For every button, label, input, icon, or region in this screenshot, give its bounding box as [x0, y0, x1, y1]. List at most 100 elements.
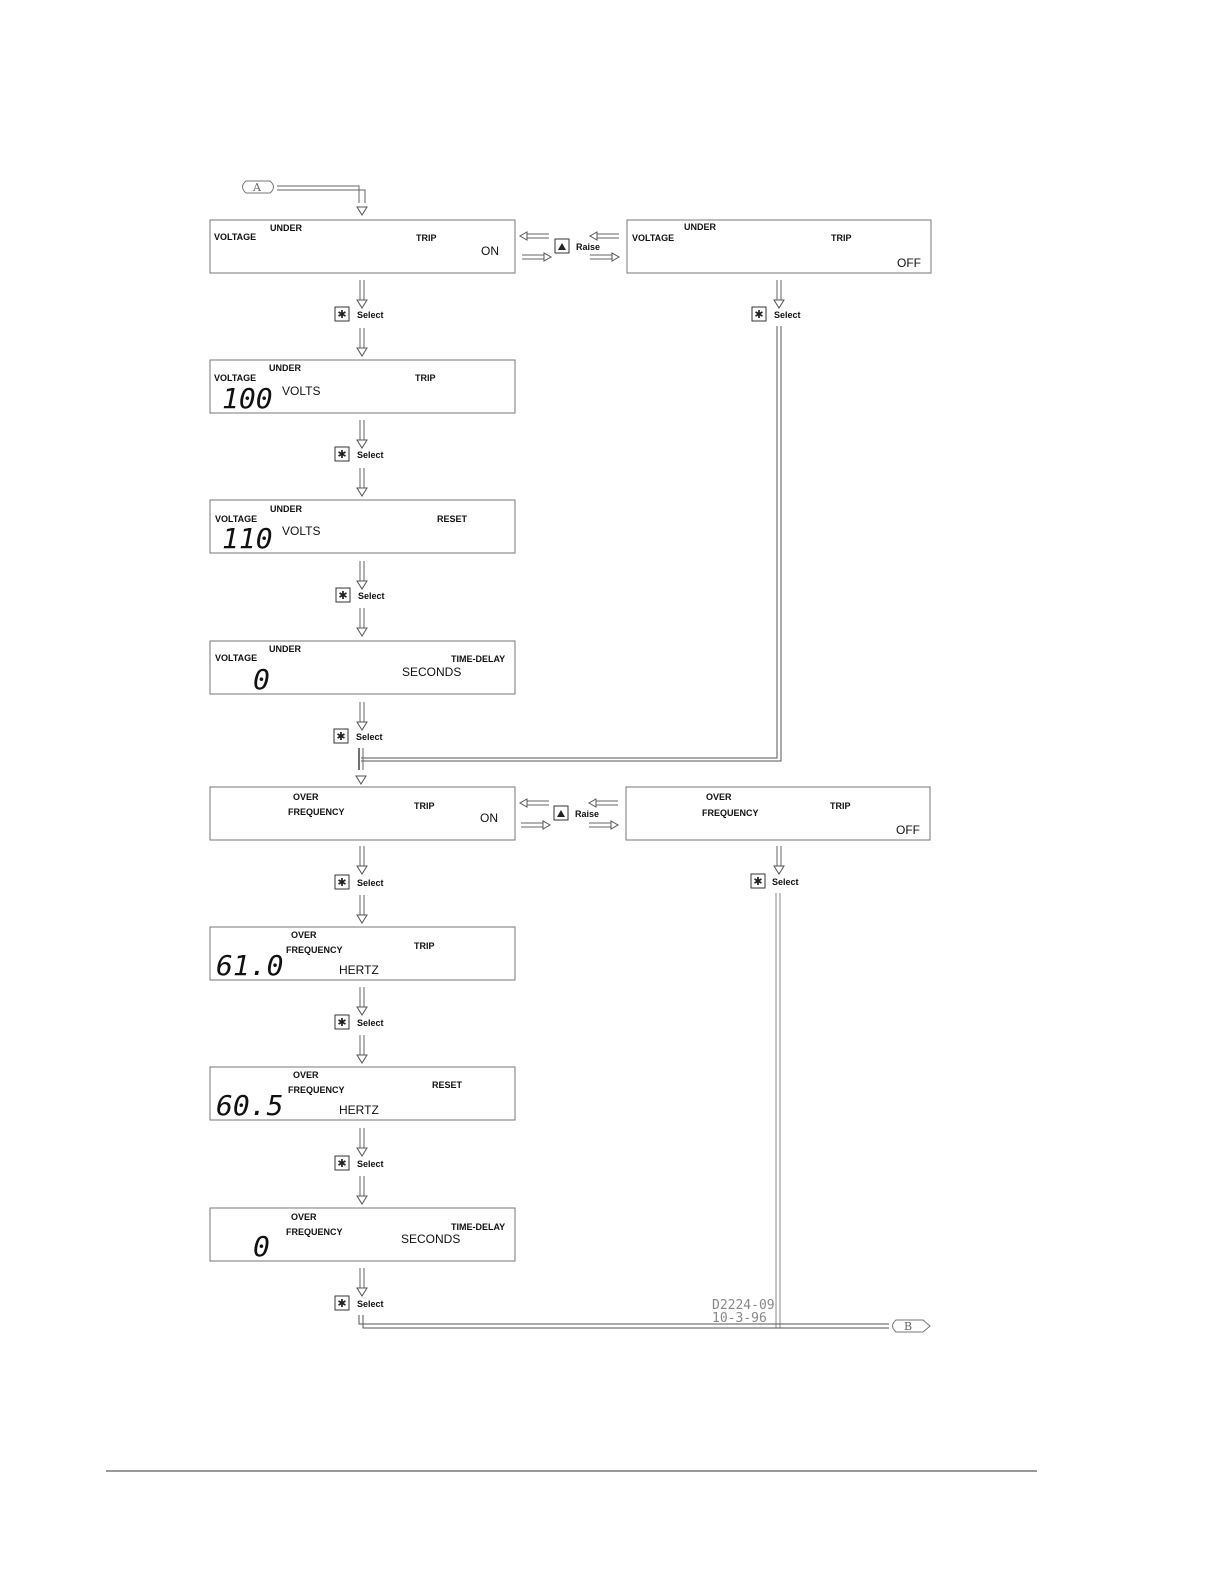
- lcd-value: 0: [253, 663, 270, 696]
- lcd-unit: HERTZ: [339, 963, 379, 977]
- flow-arrow-right: [589, 252, 620, 262]
- lcd-display-uv-time-delay: UNDER VOLTAGE TIME-DELAY 0 SECONDS: [209, 640, 516, 696]
- flow-arrow-left: [519, 231, 550, 241]
- flow-arrow: [356, 327, 368, 357]
- lcd-label-over: OVER: [293, 792, 319, 802]
- lcd-label-trip: TRIP: [416, 233, 437, 243]
- flow-arrow: [356, 986, 368, 1016]
- select-label: Select: [357, 310, 384, 320]
- lcd-value: 110: [222, 522, 273, 555]
- raise-label: Raise: [576, 242, 600, 252]
- lcd-unit: VOLTS: [282, 384, 320, 398]
- flow-arrow: [356, 1267, 368, 1297]
- lcd-state-off: OFF: [897, 256, 921, 270]
- lcd-label-voltage: VOLTAGE: [215, 653, 257, 663]
- lcd-display-of-reset-hertz: OVER FREQUENCY RESET 60.5 HERTZ: [209, 1066, 516, 1122]
- flow-arrow-right: [520, 820, 551, 830]
- select-button[interactable]: ✱ Select: [751, 306, 801, 322]
- lcd-label-time-delay: TIME-DELAY: [451, 654, 505, 664]
- lcd-display-uv-trip-off: UNDER VOLTAGE TRIP OFF: [626, 219, 932, 274]
- raise-button[interactable]: Raise: [553, 805, 599, 821]
- lcd-label-frequency: FREQUENCY: [702, 808, 759, 818]
- flow-arrow: [356, 560, 368, 590]
- flow-arrow: [356, 206, 368, 216]
- lcd-label-voltage: VOLTAGE: [214, 232, 256, 242]
- select-star-icon: ✱: [337, 309, 346, 321]
- select-button[interactable]: ✱ Select: [334, 446, 384, 462]
- lcd-label-frequency: FREQUENCY: [286, 945, 343, 955]
- select-button[interactable]: ✱ Select: [334, 1155, 384, 1171]
- lcd-display-of-trip-hertz: OVER FREQUENCY TRIP 61.0 HERTZ: [209, 926, 516, 982]
- lcd-label-voltage: VOLTAGE: [632, 233, 674, 243]
- lcd-label-under: UNDER: [270, 223, 303, 233]
- flow-arrow: [356, 1175, 368, 1205]
- select-star-icon: ✱: [337, 1017, 346, 1029]
- select-button[interactable]: ✱ Select: [334, 1295, 384, 1311]
- connector-start: A: [242, 180, 274, 194]
- select-star-icon: ✱: [337, 1158, 346, 1170]
- flow-arrow-left: [519, 798, 550, 808]
- lcd-label-frequency: FREQUENCY: [288, 1085, 345, 1095]
- select-button[interactable]: ✱ Select: [334, 306, 384, 322]
- lcd-label-voltage: VOLTAGE: [215, 514, 257, 524]
- flow-arrow: [356, 1127, 368, 1157]
- select-star-icon: ✱: [337, 1298, 346, 1310]
- lcd-unit: SECONDS: [402, 665, 461, 679]
- lcd-label-over: OVER: [291, 1212, 317, 1222]
- lcd-value: 0: [253, 1230, 270, 1263]
- select-button[interactable]: ✱ Select: [335, 587, 385, 603]
- drawing-date: 10-3-96: [712, 1311, 767, 1326]
- connector-end: B: [892, 1319, 931, 1333]
- select-button[interactable]: ✱ Select: [334, 874, 384, 890]
- raise-button[interactable]: Raise: [554, 238, 600, 254]
- connector-start-label: A: [252, 181, 262, 194]
- lcd-state-on: ON: [481, 244, 499, 258]
- select-button[interactable]: ✱ Select: [750, 873, 799, 889]
- lcd-unit: SECONDS: [401, 1232, 460, 1246]
- select-star-icon: ✱: [336, 731, 345, 743]
- lcd-label-reset: RESET: [437, 514, 468, 524]
- lcd-label-reset: RESET: [432, 1080, 463, 1090]
- select-label: Select: [357, 878, 384, 888]
- select-label: Select: [774, 310, 801, 320]
- select-button[interactable]: ✱ Select: [333, 728, 383, 744]
- lcd-value: 60.5: [216, 1089, 283, 1122]
- lcd-display-uv-trip-volts: UNDER VOLTAGE TRIP 100 VOLTS: [209, 359, 516, 415]
- lcd-display-of-trip-off: OVER FREQUENCY TRIP OFF: [625, 786, 931, 841]
- lcd-label-under: UNDER: [270, 504, 303, 514]
- lcd-value: 61.0: [216, 949, 283, 982]
- raise-label: Raise: [575, 809, 599, 819]
- lcd-label-frequency: FREQUENCY: [288, 807, 345, 817]
- select-star-icon: ✱: [337, 877, 346, 889]
- lcd-label-trip: TRIP: [831, 233, 852, 243]
- lcd-label-trip: TRIP: [414, 941, 435, 951]
- select-label: Select: [357, 1159, 384, 1169]
- lcd-state-on: ON: [480, 811, 498, 825]
- flow-arrow: [773, 845, 785, 875]
- select-button[interactable]: ✱ Select: [334, 1014, 384, 1030]
- flow-arrow: [356, 894, 368, 924]
- flow-arrow: [356, 607, 368, 637]
- lcd-label-trip: TRIP: [415, 373, 436, 383]
- flow-arrow-right: [521, 252, 552, 262]
- flow-arrow: [356, 419, 368, 449]
- flow-arrow: [356, 1034, 368, 1064]
- select-label: Select: [357, 1299, 384, 1309]
- flow-arrow-right: [588, 820, 619, 830]
- drawing-number: D2224-09: [712, 1298, 775, 1313]
- flow-arrow: [773, 279, 785, 309]
- lcd-display-of-trip-on: OVER FREQUENCY TRIP ON: [209, 786, 516, 841]
- select-label: Select: [357, 1018, 384, 1028]
- flow-arrow: [356, 701, 368, 731]
- select-star-icon: ✱: [754, 309, 763, 321]
- select-star-icon: ✱: [753, 876, 762, 888]
- lcd-label-frequency: FREQUENCY: [286, 1227, 343, 1237]
- lcd-label-time-delay: TIME-DELAY: [451, 1222, 505, 1232]
- flow-arrow-left: [589, 231, 620, 241]
- lcd-label-voltage: VOLTAGE: [214, 373, 256, 383]
- lcd-label-over: OVER: [706, 792, 732, 802]
- flow-arrow: [356, 467, 368, 497]
- lcd-state-off: OFF: [896, 823, 920, 837]
- flow-arrow: [355, 775, 367, 785]
